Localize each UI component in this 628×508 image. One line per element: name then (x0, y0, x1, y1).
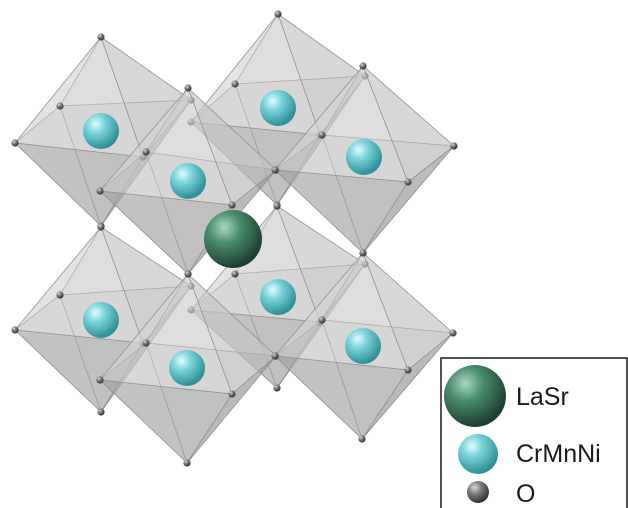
oxygen-atom (318, 131, 326, 139)
oxygen-atom (56, 291, 64, 299)
oct-back-left-top (11, 33, 195, 230)
b-site-atom (170, 163, 206, 199)
b-site-atom (83, 113, 119, 149)
large-green-sphere-icon (444, 365, 506, 427)
oxygen-atom (187, 306, 195, 314)
oxygen-atom (11, 139, 19, 147)
oxygen-atom (359, 249, 367, 257)
oxygen-atom (228, 390, 236, 398)
oxygen-atom (273, 384, 281, 392)
oct-front-right-bottom (271, 249, 457, 443)
oxygen-atom (271, 352, 279, 360)
oxygen-atom (97, 223, 105, 231)
oxygen-atom (11, 326, 19, 334)
cyan-sphere-icon (458, 434, 498, 474)
oxygen-atom (183, 459, 191, 467)
small-gray-sphere-icon (467, 481, 489, 503)
oxygen-atom (184, 84, 192, 92)
oct-front-right-top (271, 62, 458, 257)
oxygen-atom (361, 72, 369, 80)
octahedron-face (361, 332, 454, 440)
oxygen-atom (97, 408, 105, 416)
oxygen-atom (231, 80, 239, 88)
b-site-atom (346, 139, 382, 175)
legend-label-crmnni: CrMnNi (516, 440, 601, 468)
oxygen-atom (404, 366, 412, 374)
octahedron-face (100, 285, 192, 413)
oxygen-atom (404, 178, 412, 186)
oxygen-atom (97, 33, 105, 41)
oxygen-atom (96, 187, 104, 195)
a-site-atom (204, 210, 262, 268)
b-site-atom (260, 90, 296, 126)
octahedra-group (11, 10, 458, 467)
oxygen-atom (450, 142, 458, 150)
oxygen-atom (228, 201, 236, 209)
oxygen-atom (142, 148, 150, 156)
oxygen-atom (271, 166, 279, 174)
b-site-atom (260, 279, 296, 315)
b-site-atom (345, 328, 381, 364)
oxygen-atom (187, 118, 195, 126)
octahedron-face (100, 99, 192, 227)
oxygen-atom (142, 339, 150, 347)
oxygen-atom (449, 329, 457, 337)
oxygen-atom (318, 316, 326, 324)
legend-label-lasr: LaSr (516, 383, 569, 411)
octahedron-face (98, 379, 233, 464)
oxygen-atom (359, 62, 367, 70)
legend-label-o: O (516, 480, 535, 508)
oct-front-left-bottom (96, 270, 280, 467)
oxygen-atom (273, 202, 281, 210)
octahedron-face (273, 355, 409, 440)
b-site-atom (169, 350, 205, 386)
oxygen-atom (56, 102, 64, 110)
octahedron-face (276, 75, 366, 206)
oxygen-atom (358, 435, 366, 443)
octahedron-face (186, 355, 277, 464)
oct-back-right-top (187, 10, 369, 209)
oxygen-atom (184, 270, 192, 278)
oct-back-right-bottom (187, 202, 369, 392)
a-site-group (204, 210, 262, 268)
octahedron-face (362, 145, 455, 254)
legend: LaSr CrMnNi O (440, 357, 628, 508)
oxygen-atom (96, 376, 104, 384)
oxygen-atom (274, 10, 282, 18)
octahedron-face (276, 263, 366, 389)
oxygen-atom (231, 270, 239, 278)
b-site-atom (83, 302, 119, 338)
